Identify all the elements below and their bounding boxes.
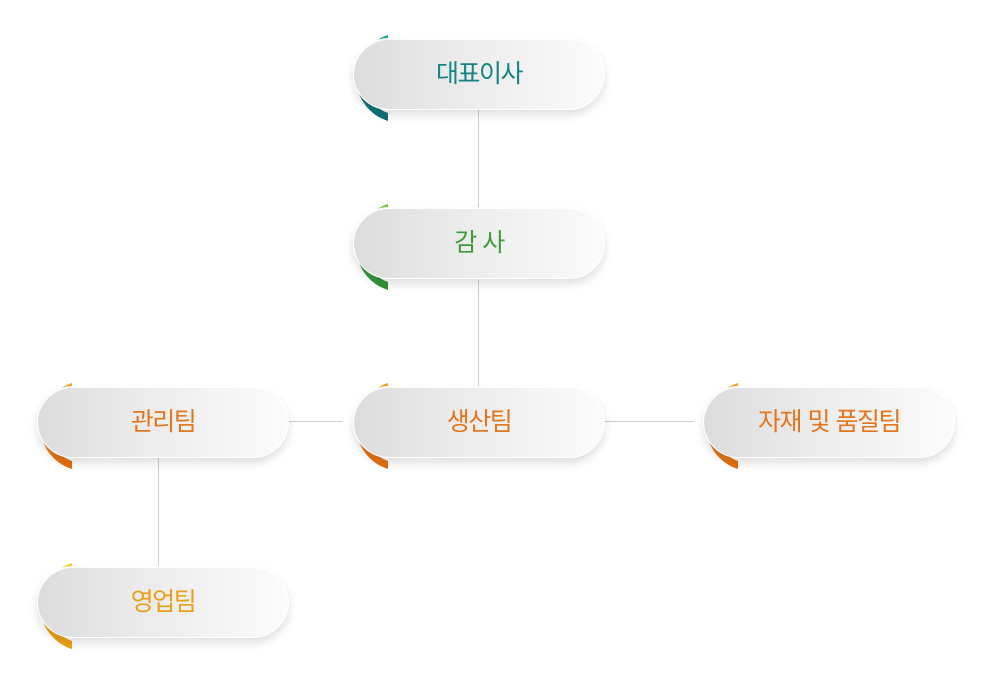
node-auditor-label: 감 사 xyxy=(454,228,505,257)
node-materials-quality-pill xyxy=(703,386,955,458)
connector-auditor-production xyxy=(478,280,479,388)
connector-ceo-auditor xyxy=(478,110,479,210)
node-management-pill xyxy=(37,386,289,458)
node-production-label: 생산팀 xyxy=(446,407,513,436)
connector-management-sales xyxy=(158,458,159,568)
node-production: 생산팀 xyxy=(341,376,611,476)
node-auditor: 감 사 xyxy=(341,197,611,297)
node-materials-quality-label: 자재 및 품질팀 xyxy=(758,407,901,436)
node-sales: 영업팀 xyxy=(25,556,295,656)
connector-production-materials xyxy=(604,421,694,422)
node-management: 관리팀 xyxy=(25,376,295,476)
connector-production-management xyxy=(288,421,343,422)
node-ceo-label: 대표이사 xyxy=(435,59,524,88)
node-sales-label: 영업팀 xyxy=(130,587,197,616)
node-auditor-pill xyxy=(353,207,605,279)
node-ceo-pill xyxy=(353,38,605,110)
node-sales-pill xyxy=(37,566,289,638)
node-materials-quality: 자재 및 품질팀 xyxy=(691,376,961,476)
node-ceo: 대표이사 xyxy=(341,28,611,128)
node-management-label: 관리팀 xyxy=(130,407,197,436)
node-production-pill xyxy=(353,386,605,458)
